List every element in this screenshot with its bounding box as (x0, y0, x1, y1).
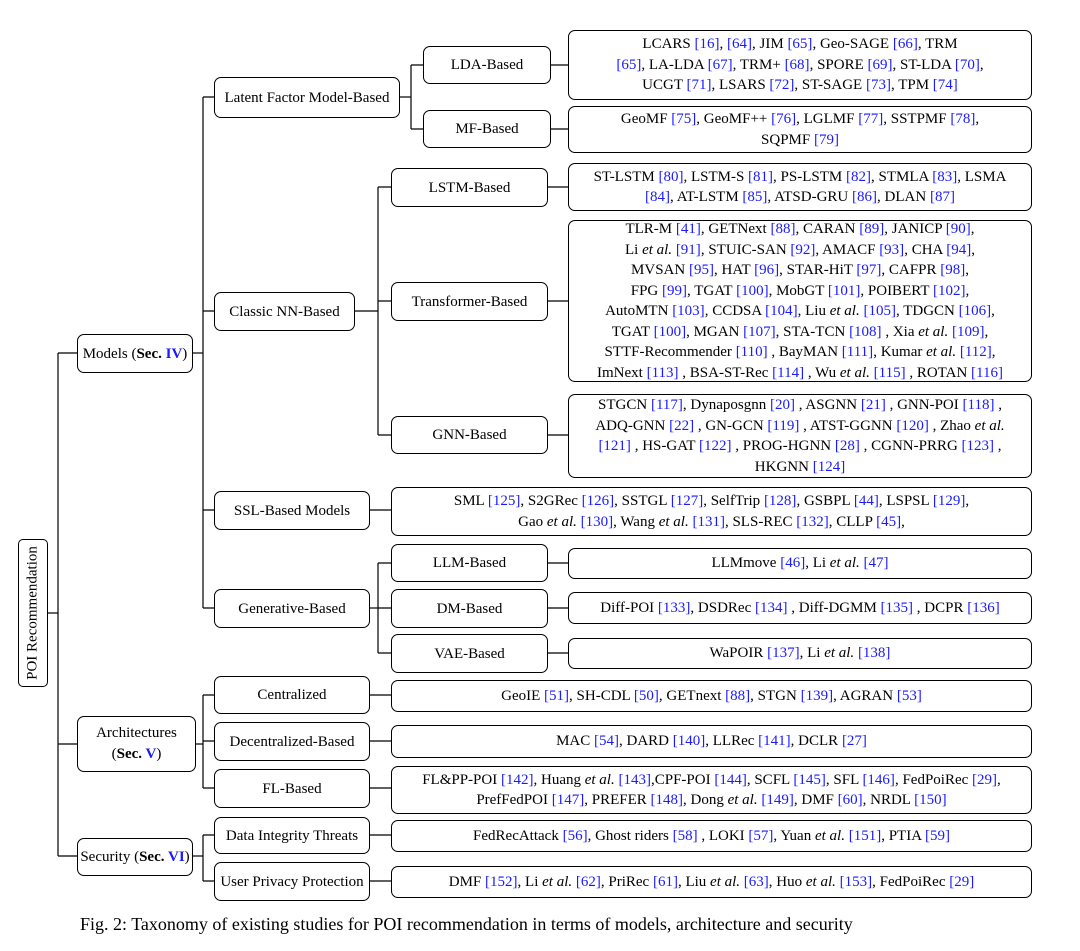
node-mf: MF-Based (423, 110, 551, 148)
leaf-text: WaPOIR [137], Li et al. [138] (709, 645, 891, 662)
security-label: Security (Sec. VI) (80, 849, 190, 865)
figure-caption: Fig. 2: Taxonomy of existing studies for… (80, 914, 853, 934)
leaf-text: SML [125], S2GRec [126], SSTGL [127], Se… (453, 493, 970, 530)
leaf-text: Diff-POI [133], DSDRec [134] , Diff-DGMM… (600, 599, 1000, 616)
node-ssl: SSL-Based Models (214, 491, 370, 530)
node-latent-factor: Latent Factor Model-Based (214, 77, 400, 118)
leaf-data-integrity: FedRecAttack [56], Ghost riders [58] , L… (391, 820, 1032, 852)
leaf-lda: LCARS [16], [64], JIM [65], Geo-SAGE [66… (568, 30, 1032, 100)
leaf-lstm: ST-LSTM [80], LSTM-S [81], PS-LSTM [82],… (568, 163, 1032, 211)
node-fl: FL-Based (214, 769, 370, 808)
node-transformer: Transformer-Based (391, 282, 548, 321)
architectures-label: Architectures (96, 725, 177, 741)
node-decentralized: Decentralized-Based (214, 722, 370, 761)
node-data-integrity: Data Integrity Threats (214, 817, 370, 854)
node-security: Security (Sec. VI) (77, 838, 193, 876)
leaf-text: FedRecAttack [56], Ghost riders [58] , L… (473, 827, 950, 844)
leaf-text: ST-LSTM [80], LSTM-S [81], PS-LSTM [82],… (593, 168, 1007, 206)
node-generative: Generative-Based (214, 589, 370, 628)
node-vae: VAE-Based (391, 634, 548, 673)
leaf-text: MAC [54], DARD [140], LLRec [141], DCLR … (556, 733, 867, 750)
leaf-dm: Diff-POI [133], DSDRec [134] , Diff-DGMM… (568, 592, 1032, 624)
node-classic-nn: Classic NN-Based (214, 292, 355, 331)
leaf-text: DMF [152], Li et al. [62], PriRec [61], … (448, 873, 975, 890)
node-lda: LDA-Based (423, 46, 551, 84)
node-llm: LLM-Based (391, 544, 548, 582)
leaf-vae: WaPOIR [137], Li et al. [138] (568, 638, 1032, 669)
root-label: POI Recommendation (24, 546, 41, 680)
leaf-mf: GeoMF [75], GeoMF++ [76], LGLMF [77], SS… (568, 106, 1032, 153)
leaf-text: GeoMF [75], GeoMF++ [76], LGLMF [77], SS… (620, 111, 980, 148)
node-gnn: GNN-Based (391, 416, 548, 454)
leaf-decentralized: MAC [54], DARD [140], LLRec [141], DCLR … (391, 725, 1032, 758)
leaf-gnn: STGCN [117], Dynaposgnn [20] , ASGNN [21… (568, 394, 1032, 478)
root-node: POI Recommendation (18, 539, 48, 687)
leaf-ssl: SML [125], S2GRec [126], SSTGL [127], Se… (391, 487, 1032, 536)
node-user-privacy: User Privacy Protection (214, 862, 370, 901)
leaf-centralized: GeoIE [51], SH-CDL [50], GETnext [88], S… (391, 680, 1032, 712)
leaf-text: TLR-M [41], GETNext [88], CARAN [89], JA… (597, 221, 1003, 381)
node-lstm: LSTM-Based (391, 168, 548, 207)
leaf-text: LLMmove [46], Li et al. [47] (711, 555, 889, 572)
leaf-text: FL&PP-POI [142], Huang et al. [143],CPF-… (422, 771, 1001, 809)
leaf-text: GeoIE [51], SH-CDL [50], GETnext [88], S… (501, 687, 922, 704)
models-label: Models (Sec. IV) (82, 345, 188, 362)
architectures-sec: (Sec. V) (111, 746, 162, 762)
leaf-transformer: TLR-M [41], GETNext [88], CARAN [89], JA… (568, 220, 1032, 382)
node-dm: DM-Based (391, 589, 548, 628)
leaf-fl: FL&PP-POI [142], Huang et al. [143],CPF-… (391, 766, 1032, 814)
leaf-llm: LLMmove [46], Li et al. [47] (568, 548, 1032, 579)
leaf-text: STGCN [117], Dynaposgnn [20] , ASGNN [21… (595, 397, 1005, 475)
leaf-user-privacy: DMF [152], Li et al. [62], PriRec [61], … (391, 866, 1032, 898)
node-architectures: Architectures (Sec. V) (77, 716, 196, 772)
node-centralized: Centralized (214, 676, 370, 714)
leaf-text: LCARS [16], [64], JIM [65], Geo-SAGE [66… (616, 36, 984, 94)
node-models: Models (Sec. IV) (77, 334, 193, 373)
